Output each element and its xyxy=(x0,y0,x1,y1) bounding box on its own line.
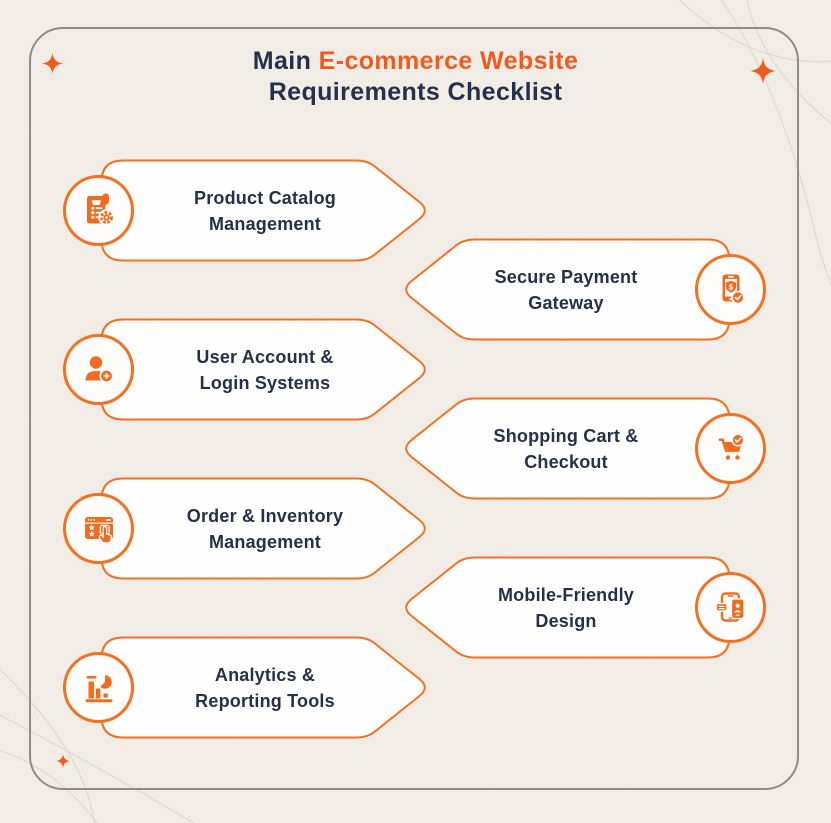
icon-badge xyxy=(63,492,134,564)
product-catalog-icon xyxy=(86,193,115,226)
analytics-chart-icon xyxy=(85,675,112,703)
checklist-item-mobile-friendly: Mobile-Friendly Design xyxy=(400,556,766,659)
checklist-item-secure-payment: Secure Payment Gateway $ xyxy=(400,238,766,341)
checklist-item-analytics: Analytics & Reporting Tools xyxy=(63,636,431,739)
item-label: Mobile-Friendly Design xyxy=(497,584,634,631)
cart-check-icon xyxy=(718,433,745,460)
title-dark-text: Requirements Checklist xyxy=(268,78,563,106)
icon-badge xyxy=(695,412,766,484)
item-label: Product Catalog Management xyxy=(193,187,336,234)
svg-text:$: $ xyxy=(728,283,733,292)
icon-badge xyxy=(695,571,766,643)
title-line-1: Main E-commerce Website xyxy=(0,46,831,77)
icon-badge xyxy=(63,651,134,723)
item-label: Order & Inventory Management xyxy=(186,505,344,552)
icon-badge xyxy=(63,174,134,246)
icon-badge xyxy=(63,333,134,405)
title-accent-text: E-commerce Website xyxy=(318,47,579,75)
checklist-item-user-account: User Account & Login Systems xyxy=(63,318,431,421)
item-label: Secure Payment Gateway xyxy=(494,266,638,313)
icon-badge: $ xyxy=(695,253,766,325)
responsive-devices-icon xyxy=(715,592,745,622)
title-dark-text: Main xyxy=(252,47,312,75)
item-label: Shopping Cart & Checkout xyxy=(493,425,639,472)
user-add-icon xyxy=(85,356,113,383)
item-label: Analytics & Reporting Tools xyxy=(195,664,335,711)
checklist-item-order-inventory: Order & Inventory Management xyxy=(63,477,431,580)
page-title: Main E-commerce Website Requirements Che… xyxy=(0,46,831,108)
order-click-icon xyxy=(84,517,113,544)
title-line-2: Requirements Checklist xyxy=(0,77,831,108)
item-label: User Account & Login Systems xyxy=(196,346,334,393)
secure-payment-icon: $ xyxy=(722,274,745,305)
checklist-item-product-catalog: Product Catalog Management xyxy=(63,159,431,262)
checklist-item-shopping-cart: Shopping Cart & Checkout xyxy=(400,397,766,500)
